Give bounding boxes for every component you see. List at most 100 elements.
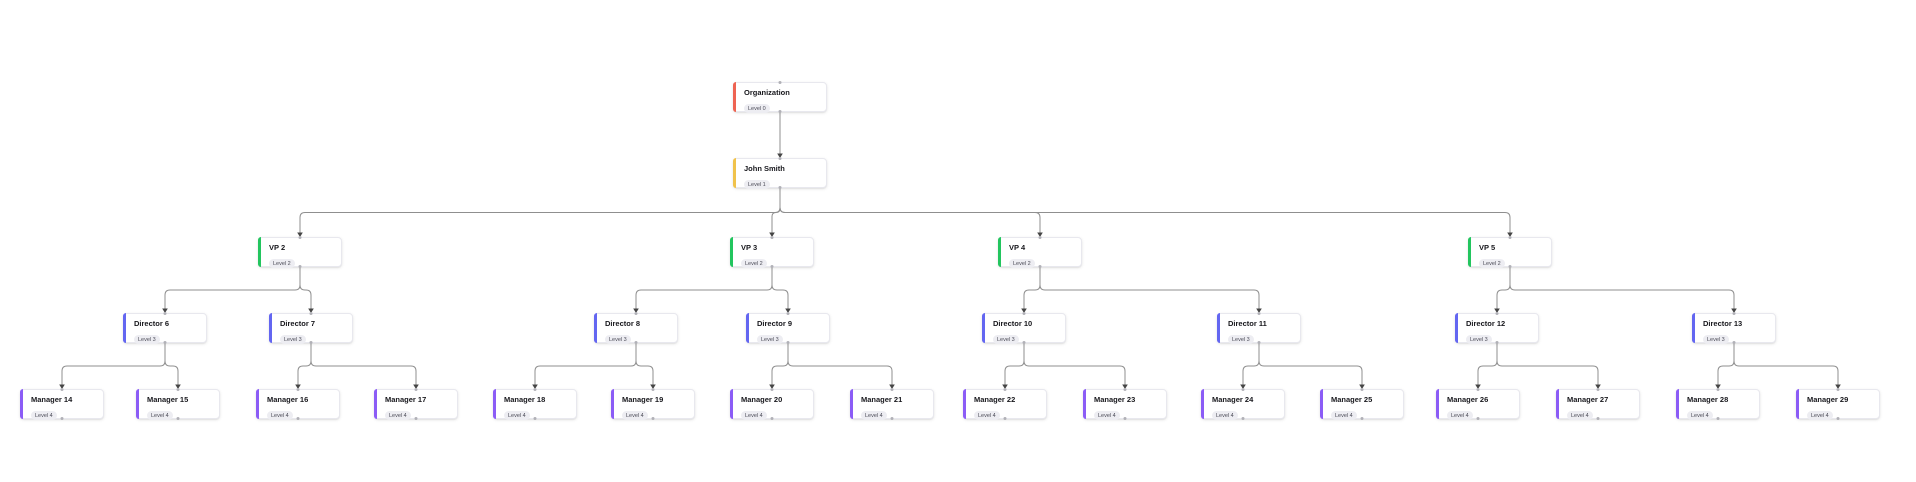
- level-badge: Level 4: [1687, 411, 1713, 420]
- org-node-m28[interactable]: Manager 28 Level 4: [1676, 388, 1760, 420]
- level-badge: Level 4: [267, 411, 293, 420]
- node-title: Organization: [744, 87, 790, 97]
- org-node-m25[interactable]: Manager 25 Level 4: [1320, 388, 1404, 420]
- node-handle-top: [1257, 312, 1261, 315]
- org-node-d8[interactable]: Director 8 Level 3: [594, 312, 678, 344]
- level-accent-bar: [1083, 389, 1086, 419]
- node-handle-top: [163, 312, 167, 315]
- node-title: Manager 16: [267, 394, 309, 404]
- node-title: Director 11: [1228, 318, 1267, 328]
- org-node-m17[interactable]: Manager 17 Level 4: [374, 388, 458, 420]
- level-accent-bar: [850, 389, 853, 419]
- node-title: Manager 23: [1094, 394, 1136, 404]
- org-node-d11[interactable]: Director 11 Level 3: [1217, 312, 1301, 344]
- org-node-d9[interactable]: Director 9 Level 3: [746, 312, 830, 344]
- level-accent-bar: [1556, 389, 1559, 419]
- node-handle-top: [176, 388, 180, 391]
- level-accent-bar: [746, 313, 749, 343]
- level-badge: Level 2: [741, 259, 767, 268]
- node-handle-top: [1716, 388, 1720, 391]
- level-badge: Level 4: [1212, 411, 1238, 420]
- node-title: Manager 21: [861, 394, 903, 404]
- org-node-m22[interactable]: Manager 22 Level 4: [963, 388, 1047, 420]
- org-node-d7[interactable]: Director 7 Level 3: [269, 312, 353, 344]
- node-handle-top: [1596, 388, 1600, 391]
- org-node-m21[interactable]: Manager 21 Level 4: [850, 388, 934, 420]
- level-badge: Level 4: [1447, 411, 1473, 420]
- node-title: Manager 25: [1331, 394, 1373, 404]
- org-node-d6[interactable]: Director 6 Level 3: [123, 312, 207, 344]
- node-handle-top: [1241, 388, 1245, 391]
- level-accent-bar: [374, 389, 377, 419]
- node-title: John Smith: [744, 163, 785, 173]
- org-node-vp3[interactable]: VP 3 Level 2: [730, 236, 814, 268]
- level-accent-bar: [998, 237, 1001, 267]
- node-handle-bottom: [176, 417, 180, 420]
- level-badge: Level 4: [622, 411, 648, 420]
- level-accent-bar: [730, 237, 733, 267]
- org-node-vp4[interactable]: VP 4 Level 2: [998, 236, 1082, 268]
- node-title: Director 10: [993, 318, 1033, 328]
- org-node-m26[interactable]: Manager 26 Level 4: [1436, 388, 1520, 420]
- node-handle-top: [1836, 388, 1840, 391]
- level-accent-bar: [136, 389, 139, 419]
- node-handle-top: [298, 236, 302, 239]
- node-handle-bottom: [296, 417, 300, 420]
- org-node-m27[interactable]: Manager 27 Level 4: [1556, 388, 1640, 420]
- org-node-org[interactable]: Organization Level 0: [733, 81, 827, 113]
- node-handle-top: [1022, 312, 1026, 315]
- node-handle-bottom: [770, 417, 774, 420]
- level-badge: Level 2: [269, 259, 295, 268]
- level-badge: Level 4: [741, 411, 767, 420]
- node-handle-bottom: [1495, 341, 1499, 344]
- node-handle-top: [778, 81, 782, 84]
- org-node-m18[interactable]: Manager 18 Level 4: [493, 388, 577, 420]
- level-accent-bar: [730, 389, 733, 419]
- org-node-d12[interactable]: Director 12 Level 3: [1455, 312, 1539, 344]
- org-node-m19[interactable]: Manager 19 Level 4: [611, 388, 695, 420]
- org-node-m24[interactable]: Manager 24 Level 4: [1201, 388, 1285, 420]
- node-handle-bottom: [298, 265, 302, 268]
- node-handle-top: [786, 312, 790, 315]
- node-title: Director 9: [757, 318, 793, 328]
- node-handle-bottom: [1257, 341, 1261, 344]
- org-node-m29[interactable]: Manager 29 Level 4: [1796, 388, 1880, 420]
- org-node-m14[interactable]: Manager 14 Level 4: [20, 388, 104, 420]
- level-badge: Level 0: [744, 104, 770, 113]
- node-handle-bottom: [414, 417, 418, 420]
- node-title: Manager 22: [974, 394, 1016, 404]
- node-handle-bottom: [1732, 341, 1736, 344]
- level-badge: Level 3: [757, 335, 783, 344]
- node-handle-bottom: [1476, 417, 1480, 420]
- node-handle-bottom: [309, 341, 313, 344]
- node-handle-bottom: [778, 186, 782, 189]
- level-accent-bar: [123, 313, 126, 343]
- node-handle-bottom: [634, 341, 638, 344]
- node-handle-bottom: [1836, 417, 1840, 420]
- org-node-m16[interactable]: Manager 16 Level 4: [256, 388, 340, 420]
- node-title: Director 6: [134, 318, 170, 328]
- level-badge: Level 4: [1331, 411, 1357, 420]
- org-node-d10[interactable]: Director 10 Level 3: [982, 312, 1066, 344]
- org-node-m23[interactable]: Manager 23 Level 4: [1083, 388, 1167, 420]
- org-node-d13[interactable]: Director 13 Level 3: [1692, 312, 1776, 344]
- org-node-m15[interactable]: Manager 15 Level 4: [136, 388, 220, 420]
- node-title: VP 2: [269, 242, 286, 252]
- node-title: Manager 15: [147, 394, 189, 404]
- level-badge: Level 3: [1703, 335, 1729, 344]
- node-handle-top: [60, 388, 64, 391]
- node-handle-top: [533, 388, 537, 391]
- org-node-vp2[interactable]: VP 2 Level 2: [258, 236, 342, 268]
- org-node-vp5[interactable]: VP 5 Level 2: [1468, 236, 1552, 268]
- node-handle-top: [778, 157, 782, 160]
- level-badge: Level 3: [134, 335, 160, 344]
- org-node-m20[interactable]: Manager 20 Level 4: [730, 388, 814, 420]
- level-accent-bar: [733, 82, 736, 112]
- level-accent-bar: [963, 389, 966, 419]
- org-node-john[interactable]: John Smith Level 1: [733, 157, 827, 189]
- node-handle-top: [1003, 388, 1007, 391]
- level-accent-bar: [1796, 389, 1799, 419]
- node-handle-top: [1360, 388, 1364, 391]
- level-badge: Level 4: [147, 411, 173, 420]
